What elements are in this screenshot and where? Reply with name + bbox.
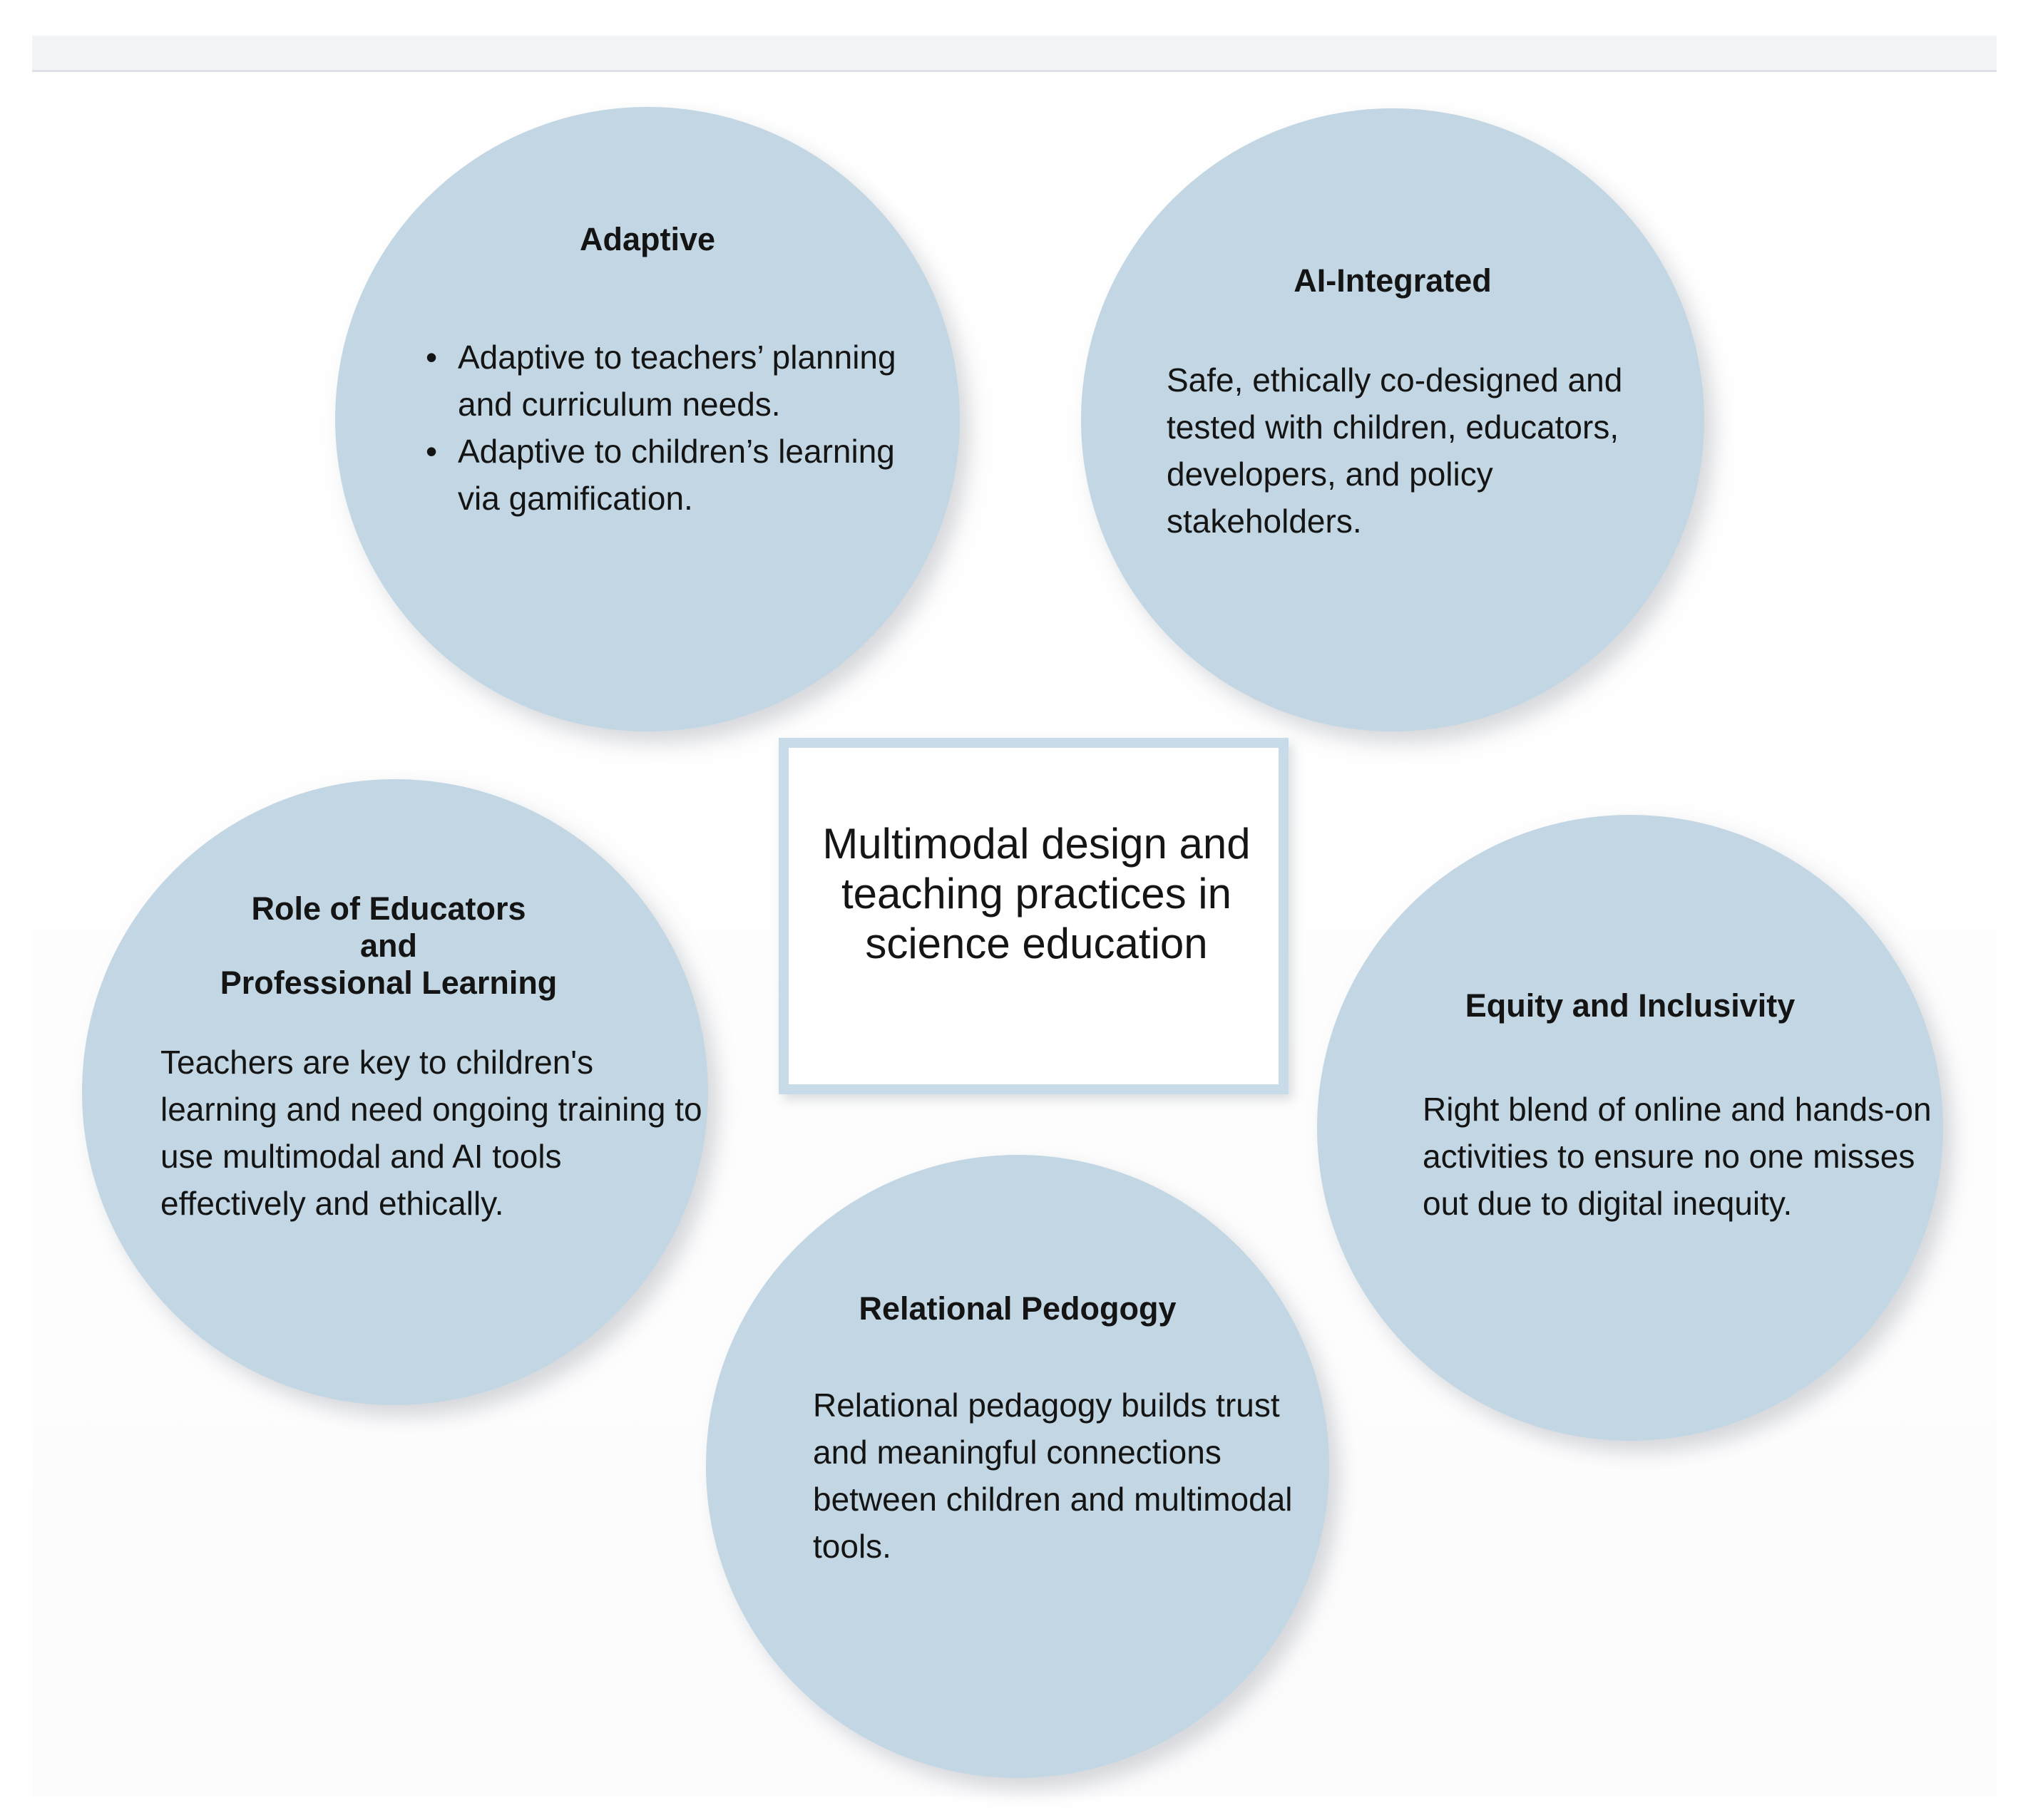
ai-integrated-circle: AI-Integrated Safe, ethically co-designe… (1081, 108, 1704, 731)
adaptive-bullet-list: • Adaptive to teachers’ planning and cur… (421, 334, 934, 522)
center-text: Multimodal design and teaching practices… (822, 820, 1251, 967)
role-of-educators-circle: Role of Educators and Professional Learn… (82, 779, 708, 1405)
relational-title: Relational Pedogogy (859, 1290, 1177, 1327)
role-title-line: and (359, 927, 417, 964)
relational-text: Relational pedagogy builds trust and mea… (813, 1387, 1293, 1565)
center-box: Multimodal design and teaching practices… (779, 738, 1289, 1094)
bullet-icon: • (425, 433, 438, 470)
role-of-educators-title: Role of Educators and Professional Learn… (82, 890, 695, 1002)
ai-integrated-title: AI-Integrated (1294, 262, 1492, 299)
equity-circle: Equity and Inclusivity Right blend of on… (1317, 815, 1943, 1441)
adaptive-title: Adaptive (579, 221, 716, 257)
role-title-line: Professional Learning (220, 965, 558, 1001)
relational-circle: Relational Pedogogy Relational pedagogy … (706, 1155, 1329, 1778)
role-title-line: Role of Educators (251, 890, 526, 927)
ai-integrated-text: Safe, ethically co-designed and tested w… (1167, 361, 1623, 540)
adaptive-bullet-text: Adaptive to children’s learning via gami… (458, 433, 895, 517)
bullet-icon: • (425, 339, 438, 376)
adaptive-bullet-item: • Adaptive to teachers’ planning and cur… (421, 334, 934, 428)
adaptive-bullet-item: • Adaptive to children’s learning via ga… (421, 428, 934, 522)
role-of-educators-text: Teachers are key to children's learning … (160, 1044, 702, 1222)
adaptive-circle: Adaptive • Adaptive to teachers’ plannin… (335, 107, 960, 731)
equity-text: Right blend of online and hands-on activ… (1423, 1091, 1932, 1222)
equity-title: Equity and Inclusivity (1465, 987, 1796, 1024)
adaptive-bullet-text: Adaptive to teachers’ planning and curri… (458, 339, 896, 423)
top-bar (32, 36, 1997, 72)
